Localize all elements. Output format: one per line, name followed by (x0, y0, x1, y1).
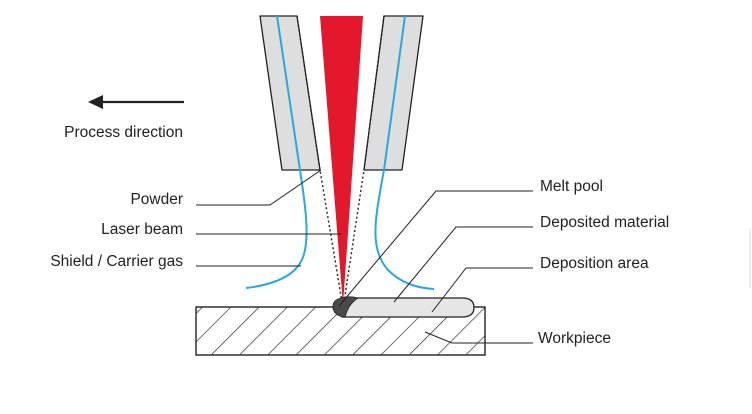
deposited-material-track (341, 297, 475, 318)
workpiece-label: Workpiece (538, 330, 611, 347)
deposited-material-leader (393, 226, 533, 303)
process-direction-arrowhead (88, 95, 103, 109)
powder-label: Powder (130, 191, 183, 208)
deposition-area-label: Deposition area (540, 255, 649, 272)
deposition-area-leader (431, 267, 533, 313)
deposited-material-label: Deposited material (540, 214, 669, 231)
left-nozzle-wall (259, 15, 321, 171)
melt-pool (332, 296, 359, 318)
melt-pool-leader (338, 190, 533, 307)
powder-leader (196, 169, 322, 206)
left-powder-stream (296, 15, 343, 303)
right-powder-stream (343, 15, 385, 303)
laser-beam-label: Laser beam (101, 221, 183, 238)
right-gas-flow (374, 15, 435, 290)
laser-beam (320, 16, 363, 305)
process-direction-label: Process direction (64, 124, 183, 141)
melt-pool-label: Melt pool (540, 178, 603, 195)
left-gas-flow (245, 15, 308, 289)
workpiece-leader (424, 331, 533, 344)
shield-gas-label: Shield / Carrier gas (50, 253, 183, 270)
